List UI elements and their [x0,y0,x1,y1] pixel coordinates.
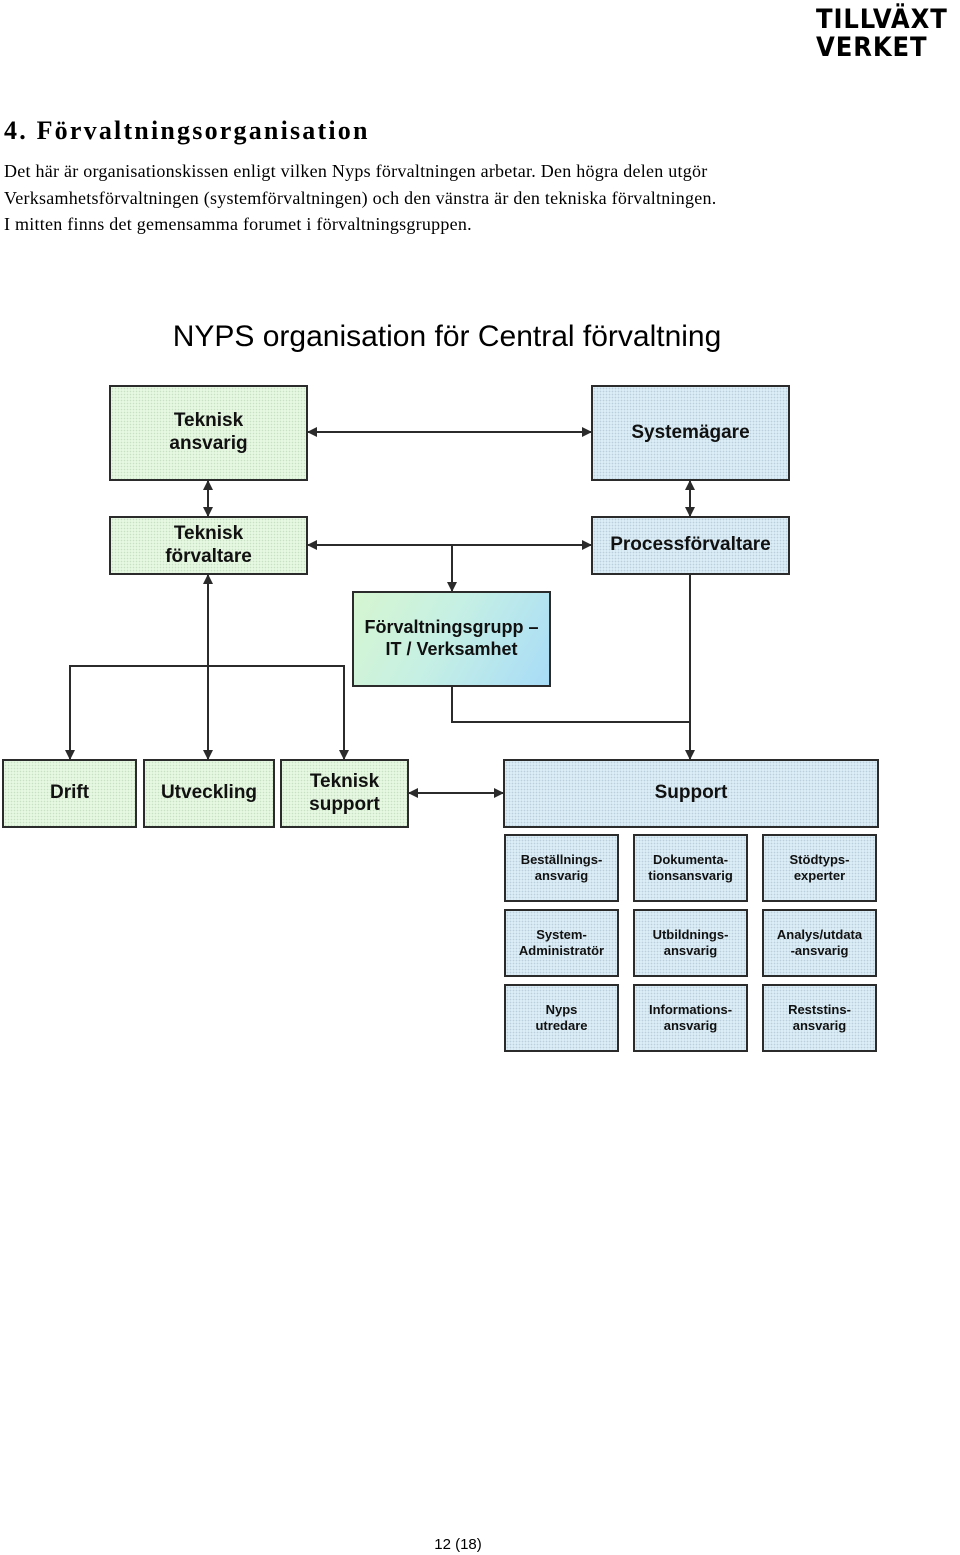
box-reststinsansvarig: Reststins- ansvarig [762,984,877,1052]
connector-forvaltningsgrupp-support [451,687,690,723]
box-systemadministrator: System- Administratör [504,909,619,977]
box-dokumentationsansvarig: Dokumenta- tionsansvarig [633,834,748,902]
box-forvaltningsgrupp: Förvaltningsgrupp – IT / Verksamhet [352,591,551,687]
intro-line: Det här är organisationskissen enligt vi… [4,161,708,181]
box-stodtypsexperter: Stödtyps- experter [762,834,877,902]
logo-line-1: TILLVÄXT [816,4,948,35]
tillvaxtverket-logo: TILLVÄXT VERKET [812,2,960,64]
box-bestallningsansvarig: Beställnings- ansvarig [504,834,619,902]
box-teknisk-ansvarig: Teknisk ansvarig [109,385,308,481]
box-informationsansvarig: Informations- ansvarig [633,984,748,1052]
box-processforvaltare: Processförvaltare [591,516,790,575]
box-systemagare: Systemägare [591,385,790,481]
intro-line: Verksamhetsförvaltningen (systemförvaltn… [4,187,717,208]
box-utveckling: Utveckling [143,759,275,828]
box-teknisk-support: Teknisk support [280,759,409,828]
section-heading: 4. Förvaltningsorganisation [4,116,370,145]
intro-line: I mitten finns det gemensamma forumet i … [4,214,472,234]
box-nyps-utredare: Nyps utredare [504,984,619,1052]
box-support: Support [503,759,879,828]
box-teknisk-forvaltare: Teknisk förvaltare [109,516,308,575]
intro-paragraph: Det här är organisationskissen enligt vi… [4,158,924,238]
logo-line-2: VERKET [816,32,928,63]
box-utbildningsansvarig: Utbildnings- ansvarig [633,909,748,977]
box-drift: Drift [2,759,137,828]
box-analysansvarig: Analys/utdata -ansvarig [762,909,877,977]
diagram-title: NYPS organisation för Central förvaltnin… [172,320,722,353]
page-number: 12 (18) [434,1536,482,1553]
